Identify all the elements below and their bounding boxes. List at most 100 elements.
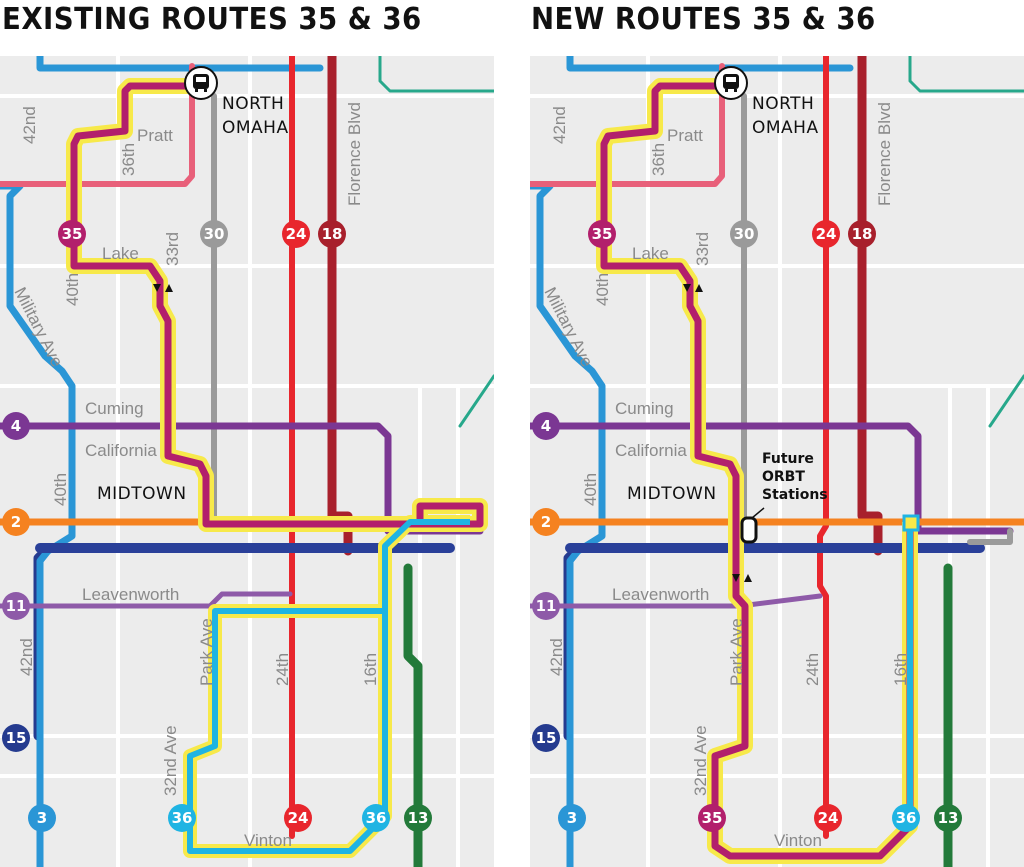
map-existing-routes: NORTH OMAHA MIDTOWN 42nd Pratt 36th Flor…	[0, 56, 494, 867]
route-badge-11[interactable]: 11	[2, 592, 30, 620]
svg-text:15: 15	[6, 729, 27, 747]
svg-text:24: 24	[818, 809, 839, 827]
street-label-33rd: 33rd	[163, 232, 182, 266]
street-label-cuming: Cuming	[85, 399, 144, 418]
street-label-42nd-bottom: 42nd	[17, 638, 36, 676]
map-new-routes: NORTH OMAHA MIDTOWN Future ORBT Stations…	[530, 56, 1024, 867]
route-badge-15[interactable]: 15	[532, 724, 560, 752]
route-13-line	[403, 563, 423, 867]
route-badge-36[interactable]: 36	[892, 804, 920, 832]
route-badge-13[interactable]: 13	[934, 804, 962, 832]
route-badge-24[interactable]: 24	[812, 220, 840, 248]
svg-text:35: 35	[592, 225, 613, 243]
route-badge-30[interactable]: 30	[200, 220, 228, 248]
area-label-midtown: MIDTOWN	[97, 484, 187, 504]
street-label-california: California	[615, 441, 687, 460]
route-badge-24[interactable]: 24	[282, 220, 310, 248]
street-grid	[530, 56, 1024, 867]
street-label-42nd: 42nd	[550, 106, 569, 144]
route-badge-2[interactable]: 2	[532, 508, 560, 536]
svg-text:18: 18	[852, 225, 873, 243]
street-label-florence-blvd: Florence Blvd	[345, 102, 364, 206]
route-badge-3[interactable]: 3	[558, 804, 586, 832]
street-label-33rd: 33rd	[693, 232, 712, 266]
svg-text:11: 11	[6, 597, 27, 615]
bus-station[interactable]	[714, 66, 748, 100]
route-gray-line	[967, 528, 1013, 545]
street-label-lake: Lake	[632, 244, 669, 263]
svg-text:2: 2	[11, 513, 21, 531]
route-lines	[530, 56, 1024, 867]
area-label-north: NORTH	[752, 94, 814, 114]
street-label-16th: 16th	[361, 653, 380, 686]
svg-text:36: 36	[366, 809, 387, 827]
route-badge-4[interactable]: 4	[532, 412, 560, 440]
route-3-line	[530, 182, 606, 867]
street-label-park-ave: Park Ave	[197, 618, 216, 686]
svg-text:4: 4	[11, 417, 21, 435]
direction-arrows-icon	[153, 284, 173, 292]
route-badge-3[interactable]: 3	[28, 804, 56, 832]
svg-text:30: 30	[204, 225, 225, 243]
svg-text:4: 4	[541, 417, 551, 435]
orbt-label-line-2: ORBT	[762, 469, 805, 485]
route-35-line	[600, 82, 914, 860]
route-badge-4[interactable]: 4	[2, 412, 30, 440]
street-label-cuming: Cuming	[615, 399, 674, 418]
street-label-florence-blvd: Florence Blvd	[875, 102, 894, 206]
route-badge-36-left[interactable]: 36	[168, 804, 196, 832]
street-label-36th: 36th	[649, 143, 668, 176]
map-background	[0, 56, 494, 867]
area-label-omaha: OMAHA	[752, 118, 819, 138]
route-35-line	[70, 82, 484, 528]
street-label-32nd-ave: 32nd Ave	[691, 725, 710, 796]
route-badge-36-right[interactable]: 36	[362, 804, 390, 832]
route-badge-24-bottom[interactable]: 24	[814, 804, 842, 832]
street-label-pratt: Pratt	[667, 126, 703, 145]
route-badge-35[interactable]: 35	[588, 220, 616, 248]
bus-station[interactable]	[184, 66, 218, 100]
street-grid	[0, 56, 494, 867]
street-label-40th-mid: 40th	[581, 473, 600, 506]
route-badge-18[interactable]: 18	[848, 220, 876, 248]
area-label-midtown: MIDTOWN	[627, 484, 717, 504]
svg-text:2: 2	[541, 513, 551, 531]
svg-text:13: 13	[938, 809, 959, 827]
route-3-line	[0, 182, 76, 867]
route-pink-line	[0, 63, 195, 187]
orbt-station-east[interactable]	[902, 514, 920, 532]
route-badge-13[interactable]: 13	[404, 804, 432, 832]
route-24-line	[817, 56, 829, 839]
route-badge-2[interactable]: 2	[2, 508, 30, 536]
street-label-park-ave: Park Ave	[727, 618, 746, 686]
svg-text:13: 13	[408, 809, 429, 827]
area-label-north: NORTH	[222, 94, 284, 114]
title-existing-routes: EXISTING ROUTES 35 & 36	[2, 2, 422, 37]
route-badge-15[interactable]: 15	[2, 724, 30, 752]
bus-icon	[723, 74, 739, 92]
svg-text:3: 3	[567, 809, 577, 827]
street-label-california: California	[85, 441, 157, 460]
svg-text:11: 11	[536, 597, 557, 615]
direction-arrows-icon	[683, 284, 752, 582]
orbt-station-midtown[interactable]	[740, 516, 758, 544]
route-3-north-line	[36, 56, 324, 72]
route-badge-11[interactable]: 11	[532, 592, 560, 620]
svg-text:24: 24	[288, 809, 309, 827]
street-label-42nd-bottom: 42nd	[547, 638, 566, 676]
street-label-lake: Lake	[102, 244, 139, 263]
route-badge-18[interactable]: 18	[318, 220, 346, 248]
route-badge-30[interactable]: 30	[730, 220, 758, 248]
street-label-32nd-ave: 32nd Ave	[161, 725, 180, 796]
route-18-line	[857, 56, 883, 556]
route-badge-35-bottom[interactable]: 35	[698, 804, 726, 832]
street-label-vinton: Vinton	[244, 831, 292, 850]
route-pink-line	[530, 63, 725, 187]
svg-text:35: 35	[62, 225, 83, 243]
route-badge-35[interactable]: 35	[58, 220, 86, 248]
svg-text:24: 24	[286, 225, 307, 243]
street-label-pratt: Pratt	[137, 126, 173, 145]
title-new-routes: NEW ROUTES 35 & 36	[531, 2, 876, 37]
route-badge-24-bottom[interactable]: 24	[284, 804, 312, 832]
street-label-leavenworth: Leavenworth	[612, 585, 709, 604]
